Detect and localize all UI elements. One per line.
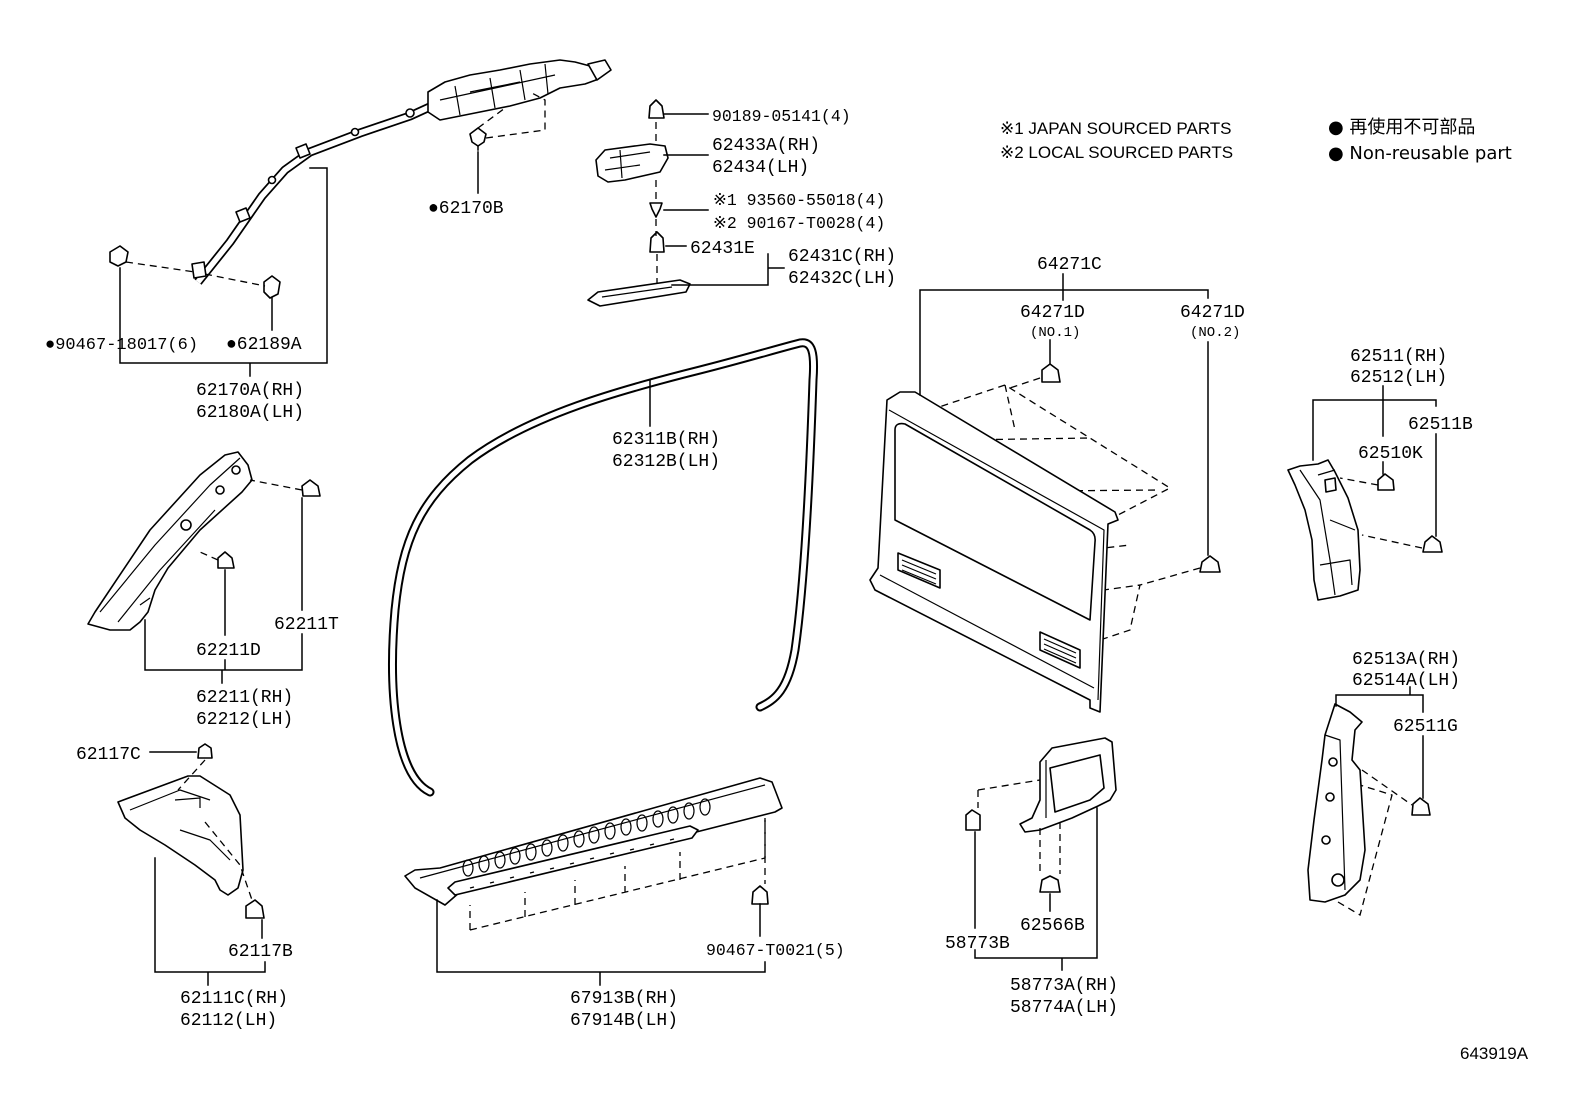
clip-62511g-icon: [1411, 797, 1431, 816]
legend-note-1: ※1 JAPAN SOURCED PARTS: [1000, 119, 1232, 138]
clip-62510k-icon: [1377, 473, 1395, 491]
part-label-62513a: 62513A(RH): [1352, 650, 1460, 670]
part-label-62211t: 62211T: [274, 615, 339, 635]
clip-62117c-icon: [197, 743, 213, 759]
part-label-62211: 62211(RH): [196, 688, 293, 708]
part-label-62180a: 62180A(LH): [196, 403, 304, 423]
part-label-62433a: 62433A(RH): [712, 136, 820, 156]
part-label-62511: 62511(RH): [1350, 347, 1447, 367]
part-label-64271d-no2: 64271D: [1180, 303, 1245, 323]
part-label-62211d: 62211D: [196, 641, 261, 661]
quarter-trim: 62566B 58773B 58773A(RH) 58774A(LH): [945, 737, 1118, 1018]
part-label-90467-18017: ●90467-18017(6): [45, 336, 198, 355]
part-label-62434: 62434(LH): [712, 158, 809, 178]
clip-62431e-icon: [649, 231, 665, 253]
part-label-62111c: 62111C(RH): [180, 989, 288, 1009]
part-label-93560-55018: ※1 93560-55018(4): [713, 191, 885, 210]
cowl-trim: 62117C 62117B 62111C(RH) 62112(LH): [76, 743, 293, 1031]
part-label-62212: 62212(LH): [196, 710, 293, 730]
weatherstrip: 62311B(RH) 62312B(LH): [388, 338, 819, 797]
clip-62511b-icon: [1422, 535, 1443, 553]
legend-non-reusable-jp: ● 再使用不可部品: [1328, 117, 1475, 138]
scuff-plate: 90467-T0021(5) 67913B(RH) 67914B(LH): [404, 777, 845, 1031]
clip-62566b-icon: [1039, 875, 1061, 893]
part-note-no1: (NO.1): [1030, 325, 1080, 341]
part-label-67913b: 67913B(RH): [570, 989, 678, 1009]
part-label-62170b: ●62170B: [428, 199, 504, 219]
part-label-62510k: 62510K: [1358, 444, 1423, 464]
part-label-62112: 62112(LH): [180, 1011, 277, 1031]
bracket-group: 90189-05141(4) 62433A(RH) 62434(LH) ※1 9…: [587, 99, 896, 307]
part-label-58773a: 58773A(RH): [1010, 976, 1118, 996]
fastener-no2-icon: [1199, 555, 1221, 573]
part-label-62512: 62512(LH): [1350, 368, 1447, 388]
part-label-62431e: 62431E: [690, 239, 755, 259]
airbag-assembly: ●62170B ●90467-18017(6) ●62189A 62170A(R…: [45, 59, 612, 423]
part-label-62431c: 62431C(RH): [788, 247, 896, 267]
part-label-58773b: 58773B: [945, 934, 1010, 954]
bolt-62170b-icon: [469, 127, 487, 147]
part-label-62511b: 62511B: [1408, 415, 1473, 435]
upper-garnish: 62511(RH) 62512(LH) 62511B 62510K: [1287, 347, 1473, 601]
part-label-62170a: 62170A(RH): [196, 381, 304, 401]
part-label-64271d-no1: 64271D: [1020, 303, 1085, 323]
legend: ※1 JAPAN SOURCED PARTS ※2 LOCAL SOURCED …: [1000, 117, 1512, 164]
part-label-67914b: 67914B(LH): [570, 1011, 678, 1031]
legend-note-2: ※2 LOCAL SOURCED PARTS: [1000, 143, 1233, 162]
part-label-62117b: 62117B: [228, 942, 293, 962]
part-note-no2: (NO.2): [1190, 325, 1240, 341]
part-label-62511g: 62511G: [1393, 717, 1458, 737]
part-label-62117c: 62117C: [76, 745, 141, 765]
part-label-62514a: 62514A(LH): [1352, 671, 1460, 691]
part-label-62432c: 62432C(LH): [788, 269, 896, 289]
lower-garnish: 62513A(RH) 62514A(LH) 62511G: [1307, 650, 1460, 916]
clip-90189-icon: [648, 99, 665, 119]
part-label-64271c: 64271C: [1037, 255, 1102, 275]
part-label-90189-05141: 90189-05141(4): [712, 107, 851, 126]
screw-icon: [649, 202, 663, 218]
part-label-62566b: 62566B: [1020, 916, 1085, 936]
part-label-58774a: 58774A(LH): [1010, 998, 1118, 1018]
pillar-garnish: 62211T 62211D 62211(RH) 62212(LH): [87, 451, 339, 730]
fastener-no1-icon: [1041, 363, 1061, 383]
bracket-62433a: [595, 143, 669, 183]
clip-58773b-icon: [965, 809, 981, 831]
cover-62431c: [587, 279, 691, 307]
part-label-62189a: ●62189A: [226, 335, 302, 355]
screw-90467-t0021-icon: [751, 885, 769, 905]
part-label-62311b: 62311B(RH): [612, 430, 720, 450]
figure-id: 643919A: [1460, 1044, 1529, 1063]
legend-non-reusable-en: ● Non-reusable part: [1328, 143, 1512, 164]
part-label-90167-t0028: ※2 90167-T0028(4): [713, 214, 885, 233]
part-label-90467-t0021: 90467-T0021(5): [706, 941, 845, 960]
part-label-62312b: 62312B(LH): [612, 452, 720, 472]
clip-62189a-icon: [263, 275, 281, 299]
clip-62211t-icon: [301, 479, 321, 497]
clip-62117b-icon: [245, 899, 265, 919]
back-panel: 64271C 64271D (NO.1) 64271D (NO.2): [869, 255, 1245, 713]
